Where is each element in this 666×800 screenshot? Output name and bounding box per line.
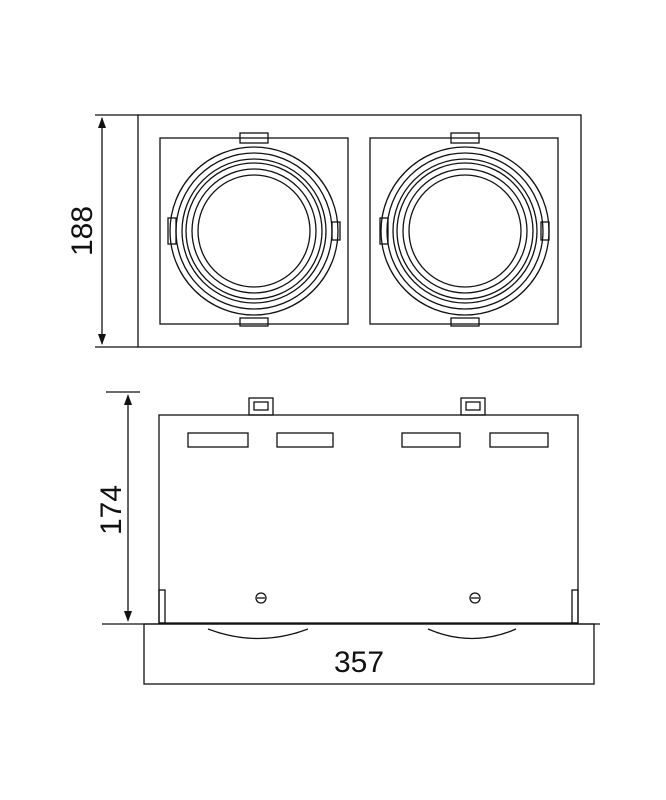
right-module: [369, 132, 559, 327]
slot-2: [276, 432, 334, 448]
bracket-right: [460, 397, 486, 416]
clip-left: [167, 217, 177, 245]
ring-3: [181, 158, 327, 304]
ring-3: [392, 158, 538, 304]
label-188: 188: [66, 206, 99, 256]
trim-plate: [143, 623, 595, 685]
slot-1: [187, 432, 249, 448]
outer-frame: [137, 114, 582, 348]
ring-5: [191, 168, 317, 294]
housing: [158, 414, 579, 624]
tab-top: [450, 132, 480, 144]
label-357: 357: [334, 646, 384, 679]
ring-inner: [408, 174, 522, 288]
spring-left: [158, 589, 166, 624]
tab-top: [239, 132, 269, 144]
bracket-left: [248, 397, 274, 416]
ring-outer: [169, 146, 339, 316]
tab-bottom: [450, 317, 480, 327]
dimension-188: [95, 114, 138, 348]
top-view: [95, 114, 582, 348]
inner-square: [369, 137, 559, 325]
clip-right: [331, 221, 341, 241]
lamp-arc-right: [427, 628, 517, 640]
screw-left: [255, 592, 267, 604]
dimension-174: [106, 391, 140, 622]
ring-4: [396, 162, 534, 300]
ring-2: [386, 152, 544, 310]
slot-3: [401, 432, 461, 448]
lamp-arc-left: [207, 628, 309, 640]
label-174: 174: [95, 485, 128, 535]
ring-4: [185, 162, 323, 300]
ring-outer: [380, 146, 550, 316]
ring-2: [175, 152, 333, 310]
spring-right: [571, 589, 579, 624]
clip-left: [379, 217, 389, 245]
ring-5: [402, 168, 528, 294]
left-module: [159, 132, 349, 327]
slot-4: [489, 432, 549, 448]
clip-right: [540, 221, 550, 241]
tab-bottom: [239, 317, 269, 327]
ring-inner: [197, 174, 311, 288]
screw-right: [469, 592, 481, 604]
inner-square: [159, 137, 349, 325]
side-view: [102, 391, 600, 685]
